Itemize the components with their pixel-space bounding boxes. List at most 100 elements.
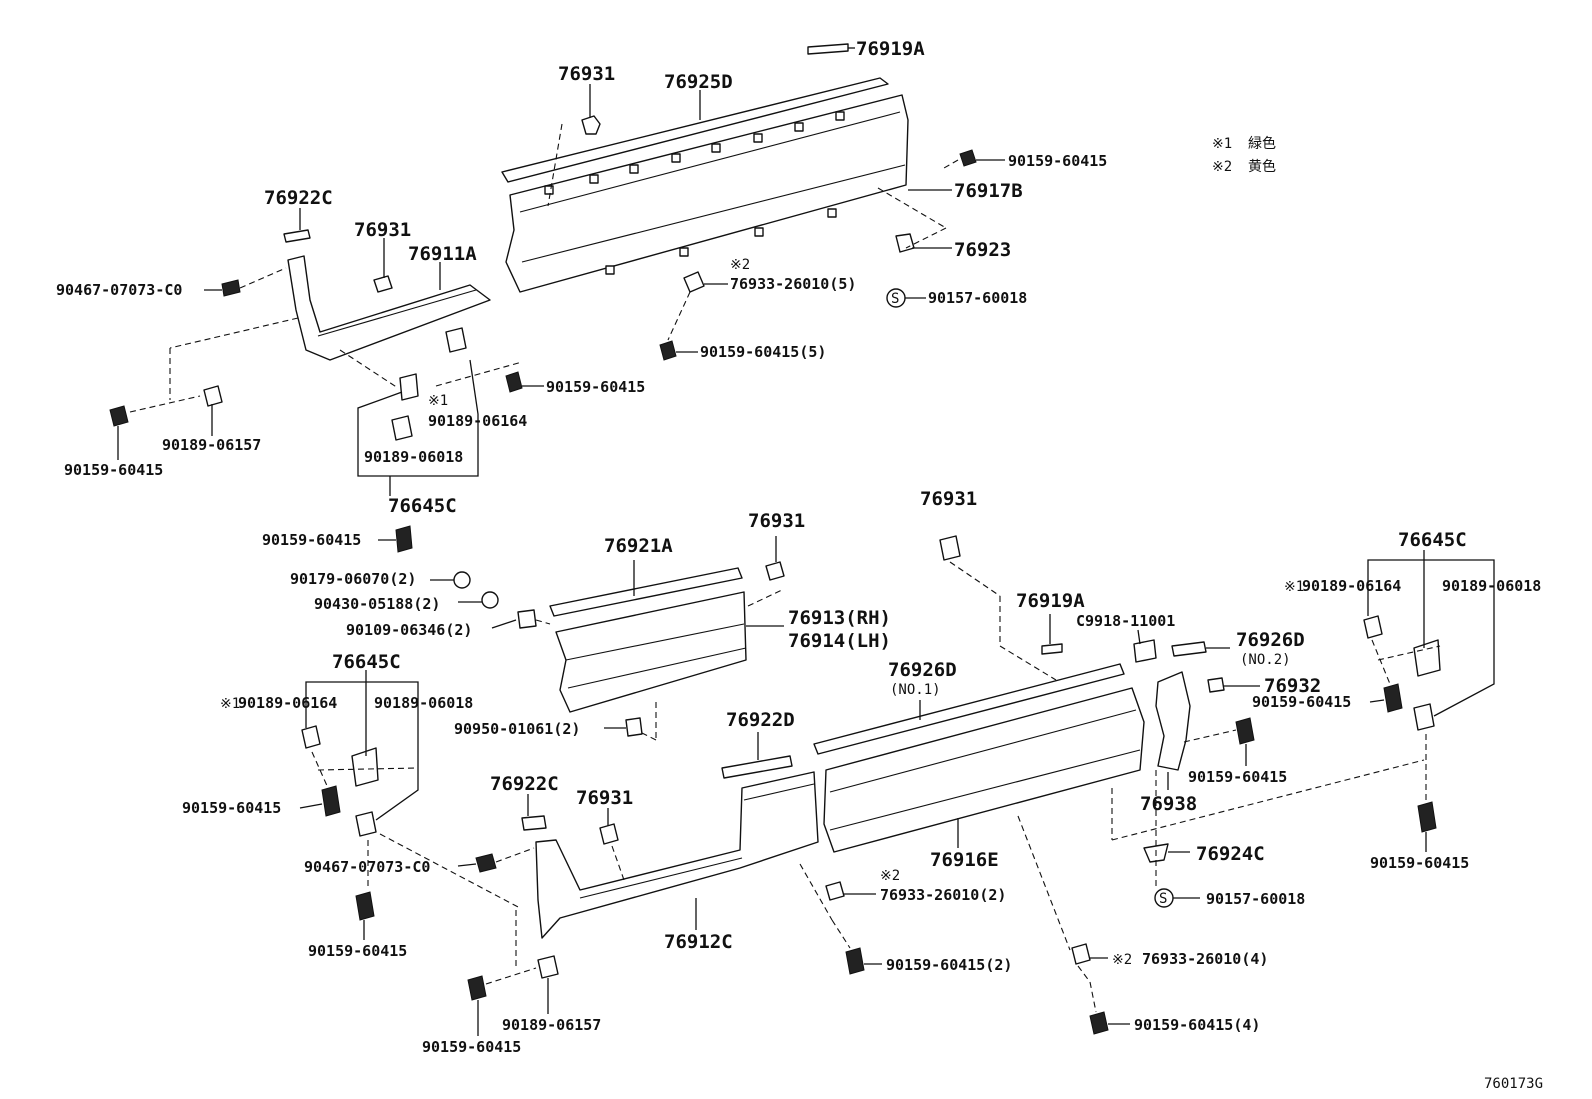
front-door-panel-group	[378, 525, 785, 741]
bracket-90189-06018-c-shape	[1413, 639, 1441, 677]
note-mark-2-a: ※2	[730, 257, 750, 273]
label-76645c-b: 76645C	[332, 651, 401, 673]
lower-rear-section-group: S	[799, 535, 1425, 1035]
strip-76922c-a-shape	[283, 229, 311, 243]
label-76922d: 76922D	[726, 709, 795, 731]
clip-90189-06164-b-shape	[301, 725, 321, 749]
right-nut-group	[1363, 550, 1495, 852]
label-90159-60415-e: 90159-60415	[1188, 768, 1287, 786]
label-76931-d: 76931	[920, 488, 977, 510]
panel-76917b-shape	[505, 94, 909, 293]
label-no2: (NO.2)	[1240, 652, 1291, 668]
nut-90950-shape	[625, 717, 643, 737]
screw-90159-a-shape	[959, 149, 977, 167]
clip-76933-2-shape	[825, 881, 845, 901]
screw-90159-c-shape	[505, 371, 523, 393]
note-mark-1-a: ※1	[428, 393, 448, 409]
moulding-76926d-no1-shape	[813, 663, 1125, 755]
label-90159-60415-a: 90159-60415	[1008, 152, 1107, 170]
clip-c9918-shape	[1133, 639, 1157, 663]
bolt-90467-a-shape	[221, 279, 241, 297]
label-90159-60415-i: 90159-60415	[422, 1038, 521, 1056]
label-76916e: 76916E	[930, 849, 999, 871]
label-76923: 76923	[954, 239, 1011, 261]
legend-mark-1: ※1	[1212, 136, 1232, 152]
panel-clip-notches	[544, 111, 845, 275]
note-mark-2-b: ※2	[880, 868, 900, 884]
strip-76919a-top-shape	[807, 43, 849, 55]
screw-90159-2-shape	[845, 947, 865, 975]
label-90189-06157-a: 90189-06157	[162, 436, 261, 454]
clip-76932-shape	[1207, 677, 1225, 693]
label-76931-c: 76931	[748, 510, 805, 532]
note-mark-1-c: ※1	[220, 696, 240, 712]
label-90159-60415-k: 90159-60415	[1370, 854, 1469, 872]
label-90159-60415-b: 90159-60415	[64, 461, 163, 479]
label-76926d-no2: 76926D	[1236, 629, 1305, 651]
label-90159-60415-f: 90159-60415	[182, 799, 281, 817]
screw-90159-f-shape	[321, 785, 341, 817]
label-76912c: 76912C	[664, 931, 733, 953]
label-76919a-mid: 76919A	[1016, 590, 1085, 612]
circle-s-b-letter: S	[1159, 891, 1167, 907]
nut-90189-06164-a-shape	[399, 373, 419, 401]
label-c9918-11001: C9918-11001	[1076, 612, 1175, 630]
legend-mark-2: ※2	[1212, 159, 1232, 175]
clip-90189-06164-c-shape	[1363, 615, 1383, 639]
label-76914: 76914(LH)	[788, 630, 891, 652]
label-90430-05188: 90430-05188(2)	[314, 595, 440, 613]
label-76911a: 76911A	[408, 243, 477, 265]
label-90189-06018-a: 90189-06018	[364, 448, 463, 466]
screw-90159-5-shape	[659, 340, 677, 361]
label-90157-60018-b: 90157-60018	[1206, 890, 1305, 908]
clip-90189-06164-top-shape	[445, 327, 467, 353]
label-90950-01061: 90950-01061(2)	[454, 720, 580, 738]
label-90189-06018-b: 90189-06018	[374, 694, 473, 712]
panel-76912c-shape	[535, 771, 819, 939]
clip-76931-d-shape	[939, 535, 961, 561]
label-90189-06157-b: 90189-06157	[502, 1016, 601, 1034]
label-76645c-a: 76645C	[388, 495, 457, 517]
label-90189-06164-b: 90189-06164	[238, 694, 337, 712]
grommet-90189-06157-b-shape	[537, 955, 559, 979]
screw-90159-j-shape	[1383, 683, 1403, 713]
clip-76933-4-shape	[1071, 943, 1091, 965]
label-76931-e: 76931	[576, 787, 633, 809]
lower-front-section-group	[299, 670, 819, 1036]
label-90109-06346: 90109-06346(2)	[346, 621, 472, 639]
label-90467-07073-b: 90467-07073-C0	[304, 858, 430, 876]
strip-76922d-shape	[721, 755, 793, 779]
washer-90430-shape	[481, 591, 499, 609]
screw-90159-d-shape	[395, 525, 413, 553]
bolt-90467-b-shape	[475, 853, 497, 873]
strip-76922c-b-shape	[521, 815, 547, 831]
note-mark-2-c: ※2	[1112, 952, 1132, 968]
screw-90159-g-shape	[355, 891, 375, 921]
upper-rear-panel-group: S	[501, 43, 1005, 361]
note-mark-1-b: ※1	[1284, 579, 1304, 595]
label-90467-07073-a: 90467-07073-C0	[56, 281, 182, 299]
screw-90159-b-shape	[109, 405, 129, 427]
label-90159-60415-2: 90159-60415(2)	[886, 956, 1012, 974]
screw-90159-k-shape	[1417, 801, 1437, 833]
clip-76931-c-shape	[765, 561, 785, 581]
label-90157-60018-a: 90157-60018	[928, 289, 1027, 307]
label-76925d: 76925D	[664, 71, 733, 93]
label-76922c-a: 76922C	[264, 187, 333, 209]
label-76933-26010-4: 76933-26010(4)	[1142, 950, 1268, 968]
label-76921a: 76921A	[604, 535, 673, 557]
legend-text-2: 黄色	[1248, 158, 1276, 175]
nut-76645c-b-shape	[355, 811, 377, 837]
label-90159-60415-d: 90159-60415	[262, 531, 361, 549]
nut-76645c-c-shape	[1413, 703, 1435, 731]
circle-s-a-letter: S	[891, 291, 899, 307]
label-76932: 76932	[1264, 675, 1321, 697]
screw-90159-h-shape	[1235, 717, 1255, 745]
screw-90109-shape	[517, 609, 537, 629]
callout-labels: 76919A 76931 76925D 90159-60415 76917B 7…	[56, 38, 1541, 1056]
label-76922c-b: 76922C	[490, 773, 559, 795]
screw-90159-i-shape	[467, 975, 487, 1001]
label-90159-60415-g: 90159-60415	[308, 942, 407, 960]
label-90189-06164-a: 90189-06164	[428, 412, 527, 430]
